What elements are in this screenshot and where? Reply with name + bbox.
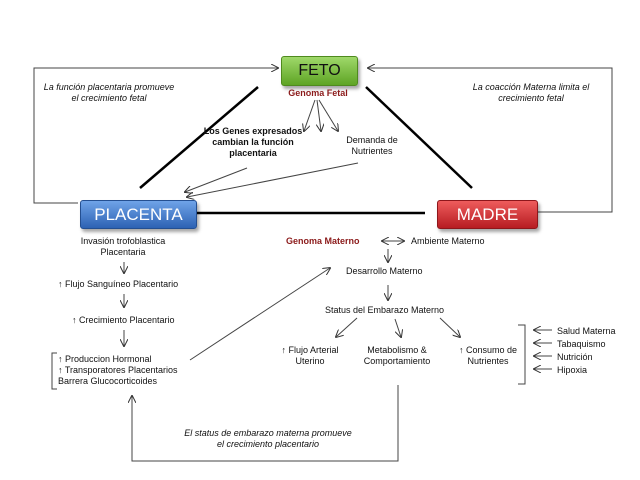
- coaccion-line-1: La coacción Materna limita el: [472, 82, 590, 92]
- coaccion-note: La coacción Materna limita el crecimient…: [458, 82, 604, 104]
- coaccion-line-2: crecimiento fetal: [498, 93, 564, 103]
- status-promueve-line-2: el crecimiento placentario: [216, 439, 320, 449]
- arrow-genoma-side: [317, 99, 321, 131]
- factor-hipoxia: Hipoxia: [557, 365, 588, 375]
- produccion-line-1: ↑ Produccion Hormonal: [58, 354, 152, 364]
- demanda-line-2: Nutrientes: [351, 146, 393, 156]
- genes-line-3: placentaria: [229, 148, 277, 158]
- flujo-arterial-line-2: Uterino: [295, 356, 325, 366]
- arrow-status-consumo: [439, 317, 460, 337]
- invasion-line-1: Invasión trofoblastica: [80, 236, 166, 246]
- genoma-materno-label: Genoma Materno: [286, 236, 360, 246]
- desarrollo-materno-text: Desarrollo Materno: [346, 266, 423, 276]
- node-feto: FETO: [281, 56, 358, 86]
- edge-feto-placenta: [139, 86, 259, 189]
- funcion-placentaria-note: La función placentaria promueve el creci…: [34, 82, 184, 104]
- produccion-line-3: Barrera Glucocorticoides: [58, 376, 158, 386]
- arrow-produccion-desarrollo: [189, 268, 330, 361]
- arrow-genoma-demanda: [318, 99, 338, 131]
- status-promueve-line-1: El status de embarazo materna promueve: [184, 428, 352, 438]
- loop-status-to-placenta: [132, 385, 399, 462]
- genes-line-2: cambian la función: [212, 137, 294, 147]
- node-madre: MADRE: [437, 200, 538, 229]
- arrow-genes-placenta: [185, 167, 248, 192]
- genoma-fetal-label: Genoma Fetal: [288, 88, 348, 98]
- demanda-line-1: Demanda de: [346, 135, 398, 145]
- invasion-text: Invasión trofoblastica Placentaria: [68, 236, 178, 258]
- bracket-produccion: [51, 352, 57, 390]
- produccion-line-2: ↑ Transporatores Placentarios: [58, 365, 178, 375]
- node-placenta-label: PLACENTA: [94, 204, 183, 224]
- consumo-line-2: Nutrientes: [467, 356, 509, 366]
- status-promueve-note: El status de embarazo materna promueve e…: [168, 428, 368, 450]
- flujo-sanguineo-text: ↑ Flujo Sanguíneo Placentario: [58, 279, 179, 289]
- flujo-arterial-text: ↑ Flujo Arterial Uterino: [270, 345, 350, 367]
- loop-placenta-to-feto: [33, 68, 278, 204]
- edge-feto-madre: [365, 86, 473, 189]
- flujo-arterial-line-1: ↑ Flujo Arterial: [281, 345, 339, 355]
- crecimiento-placentario-text: ↑ Crecimiento Placentario: [72, 315, 175, 325]
- metabolismo-line-2: Comportamiento: [363, 356, 431, 366]
- loop-madre-to-feto: [368, 68, 613, 213]
- arrow-status-flujo: [336, 317, 358, 337]
- arrow-status-metabolismo: [394, 318, 401, 337]
- arrow-genoma-genes: [304, 99, 316, 131]
- consumo-text: ↑ Consumo de Nutrientes: [448, 345, 528, 367]
- consumo-line-1: ↑ Consumo de: [458, 345, 518, 355]
- status-embarazo-text: Status del Embarazo Materno: [325, 305, 445, 315]
- factor-tabaquismo: Tabaquismo: [557, 339, 606, 349]
- factores-list: Salud Materna Tabaquismo Nutrición Hipox…: [557, 325, 616, 377]
- ambiente-materno-text: Ambiente Materno: [411, 236, 485, 246]
- genes-expresados-text: Los Genes expresados cambian la función …: [198, 126, 308, 159]
- factor-nutricion: Nutrición: [557, 352, 593, 362]
- metabolismo-text: Metabolismo & Comportamiento: [357, 345, 437, 367]
- demanda-text: Demanda de Nutrientes: [332, 135, 412, 157]
- genes-line-1: Los Genes expresados: [203, 126, 303, 136]
- bracket-factores: [518, 324, 526, 385]
- node-feto-label: FETO: [298, 62, 341, 79]
- invasion-line-2: Placentaria: [100, 247, 146, 257]
- node-placenta: PLACENTA: [80, 200, 197, 229]
- metabolismo-line-1: Metabolismo &: [367, 345, 427, 355]
- arrow-demanda-placenta: [187, 162, 359, 197]
- produccion-text: ↑ Produccion Hormonal ↑ Transporatores P…: [58, 354, 178, 387]
- funcion-line-2: el crecimiento fetal: [71, 93, 147, 103]
- funcion-line-1: La función placentaria promueve: [43, 82, 175, 92]
- factor-salud: Salud Materna: [557, 326, 616, 336]
- node-madre-label: MADRE: [456, 204, 519, 224]
